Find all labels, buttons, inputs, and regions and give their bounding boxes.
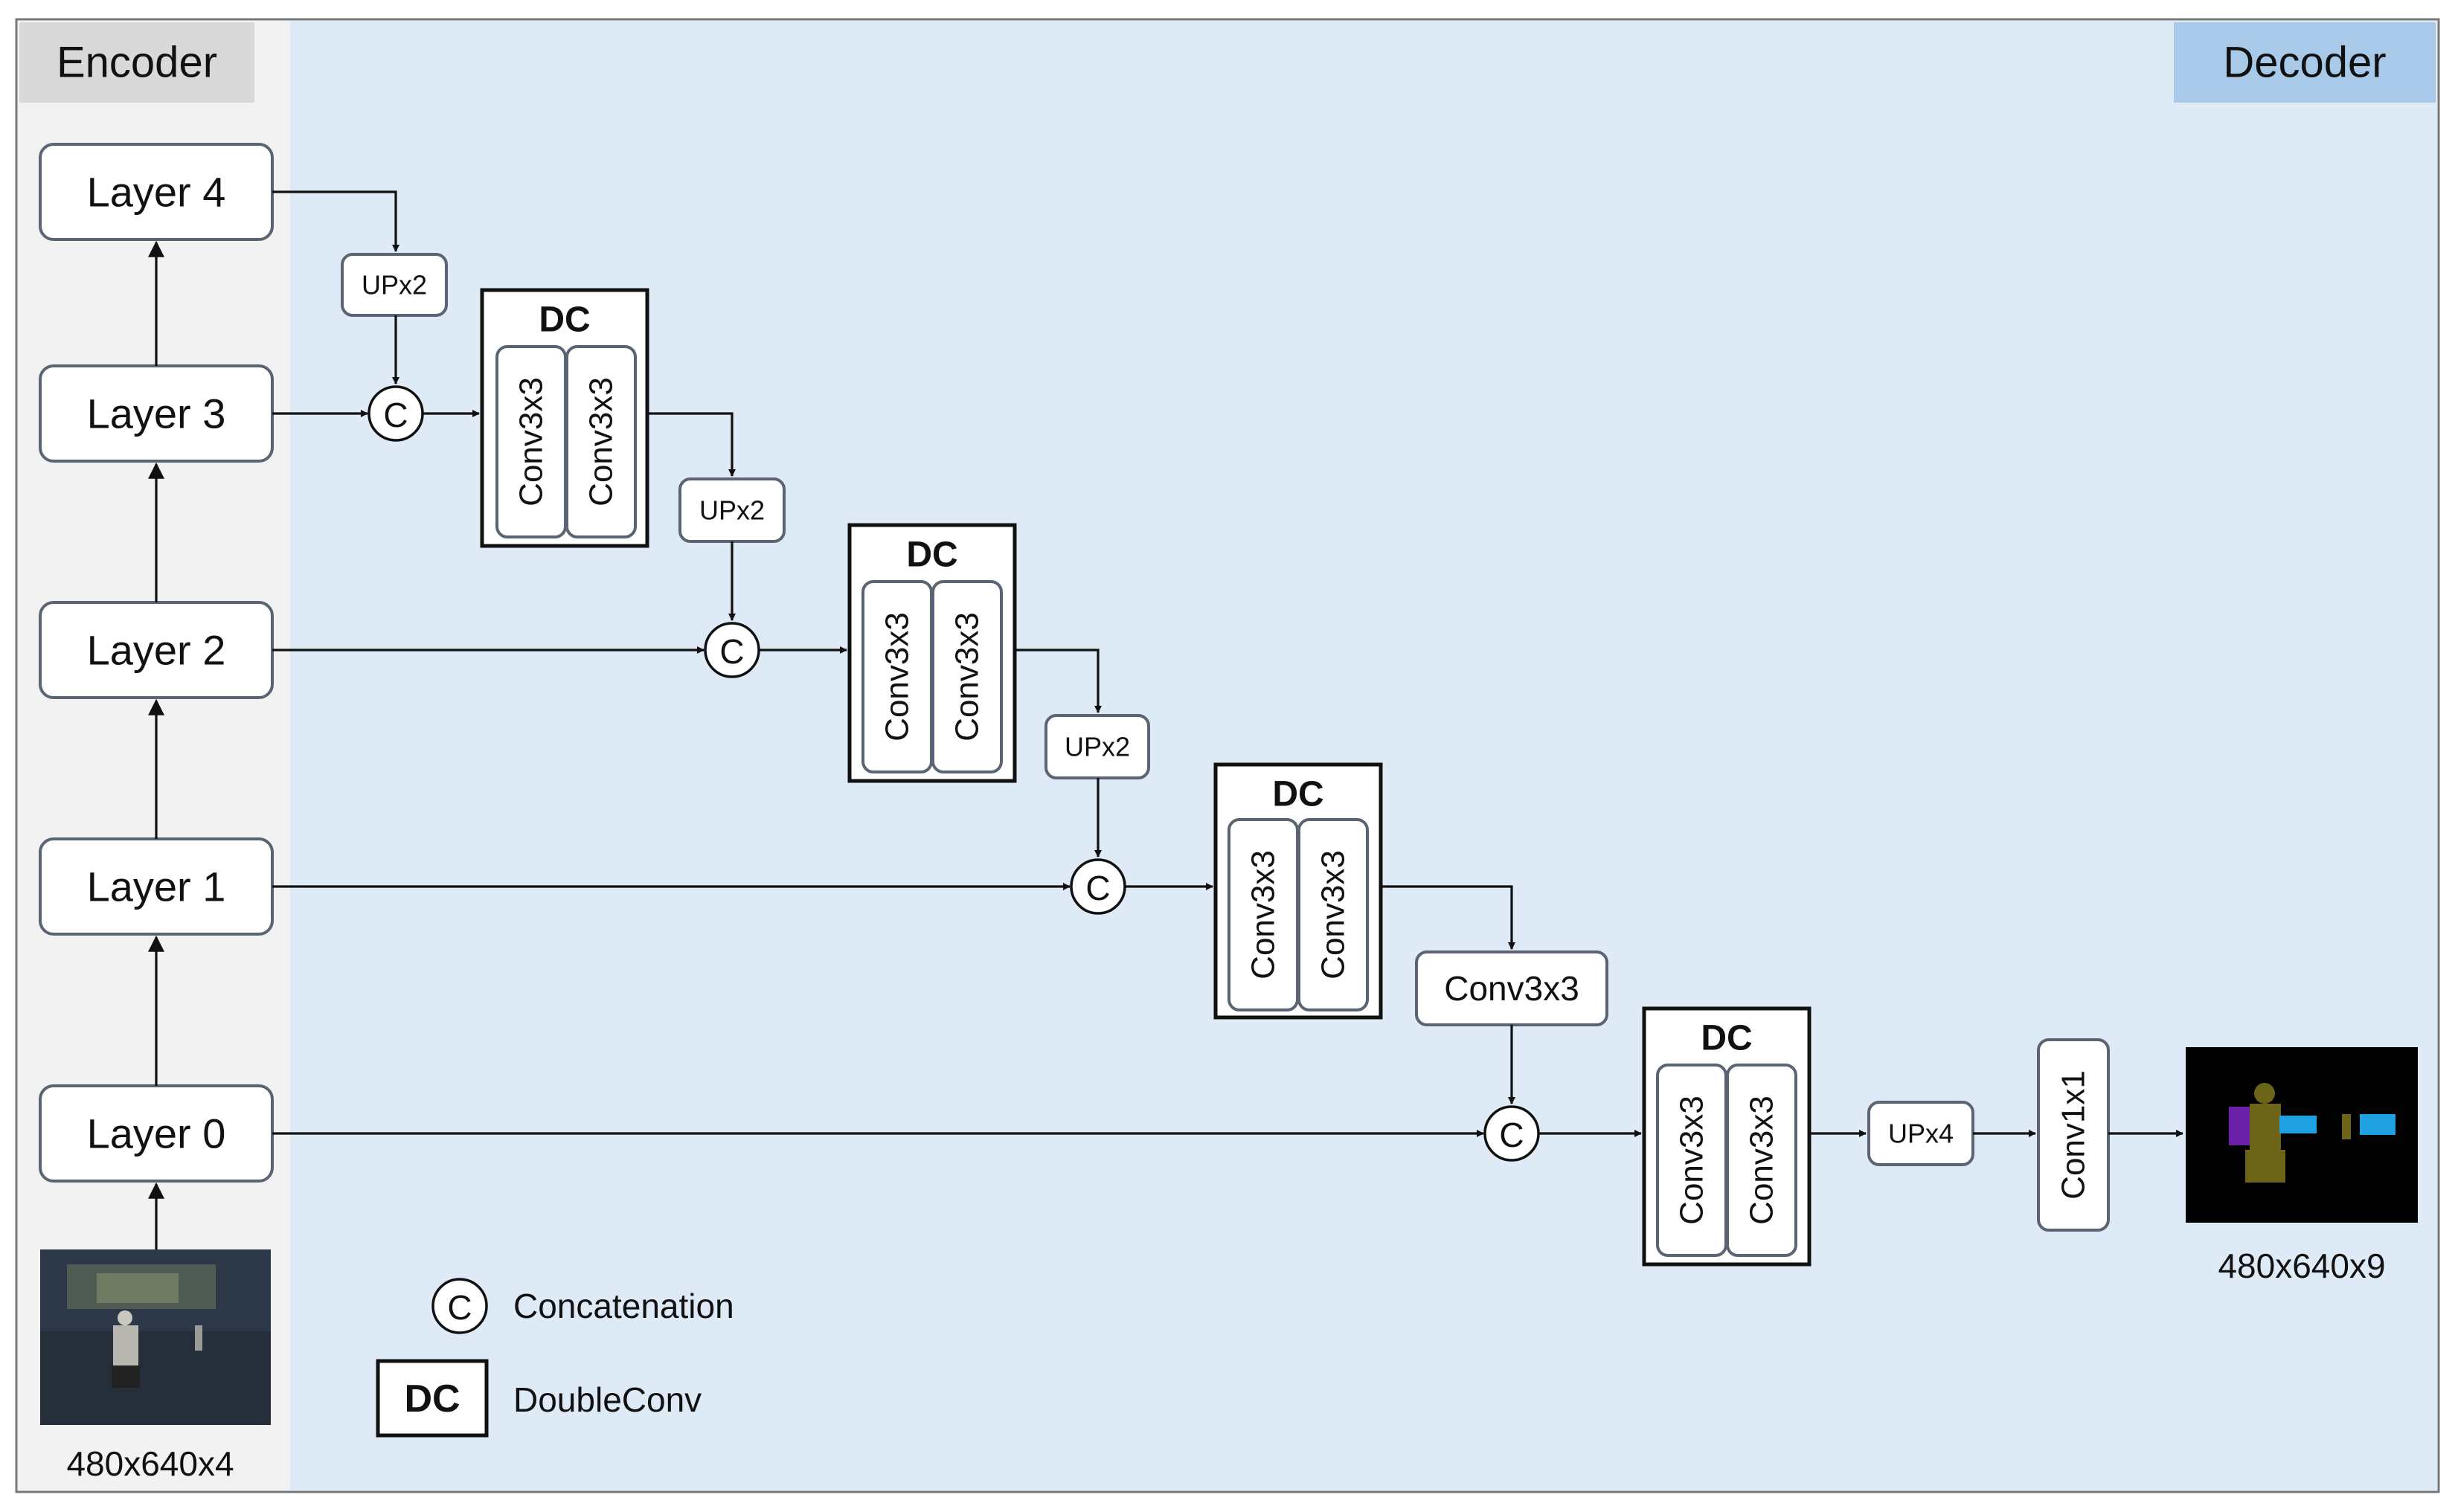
dc-2-conv-a: Conv3x3 xyxy=(879,612,916,741)
legend: C Concatenation DC DoubleConv xyxy=(376,1278,734,1438)
layer-2-label: Layer 2 xyxy=(87,627,226,674)
input-image xyxy=(40,1249,271,1425)
concat-4-symbol: C xyxy=(1499,1116,1524,1154)
concat-2-symbol: C xyxy=(719,632,744,671)
decoder-region xyxy=(290,21,2437,1490)
dc-1-conv-b: Conv3x3 xyxy=(583,377,620,506)
encoder-layer-3: Layer 3 xyxy=(39,364,274,463)
encoder-tag xyxy=(19,22,254,103)
up4-label: UPx4 xyxy=(1888,1119,1954,1149)
encoder-label: Encoder xyxy=(57,39,217,87)
dc-2-conv-b: Conv3x3 xyxy=(949,612,986,741)
concat-node-2: C xyxy=(704,622,760,678)
concat-3-symbol: C xyxy=(1085,869,1110,907)
layer-3-label: Layer 3 xyxy=(87,390,226,437)
concat-1-symbol: C xyxy=(383,396,408,434)
output-size-label: 480x640x9 xyxy=(2218,1246,2385,1285)
dc-1-title: DC xyxy=(539,300,590,340)
conv3x3-box: Conv3x3 xyxy=(1415,950,1608,1026)
decoder-tag xyxy=(2174,22,2436,103)
dc-3-conv-a: Conv3x3 xyxy=(1245,850,1282,979)
legend-dc-box xyxy=(376,1359,489,1438)
dc-block-1: DC Conv3x3 Conv3x3 xyxy=(480,288,649,548)
dc-block-2: DC Conv3x3 Conv3x3 xyxy=(847,523,1017,783)
decoder-label: Decoder xyxy=(2223,39,2386,87)
input-size-label: 480x640x4 xyxy=(66,1444,234,1483)
edge-dc3-to-conv3x3 xyxy=(1381,885,1515,950)
legend-concat-symbol xyxy=(431,1278,488,1334)
edge-dc2-to-up3 xyxy=(1015,649,1102,713)
up1-label: UPx2 xyxy=(362,270,427,300)
dc-block-3: DC Conv3x3 Conv3x3 xyxy=(1213,762,1383,1020)
encoder-layer-1: Layer 1 xyxy=(39,837,274,936)
layer-4-label: Layer 4 xyxy=(87,169,226,216)
upsample-box-4: UPx4 xyxy=(1867,1101,1974,1166)
upsample-box-2: UPx2 xyxy=(678,477,786,543)
dc-2-title: DC xyxy=(906,535,957,575)
dc-3-title: DC xyxy=(1272,775,1323,814)
encoder-layer-4: Layer 4 xyxy=(39,143,274,241)
concat-node-4: C xyxy=(1483,1105,1540,1162)
output-segmentation-image xyxy=(2186,1047,2418,1223)
edge-layer4-to-up1 xyxy=(272,190,399,252)
layer-1-label: Layer 1 xyxy=(87,863,226,910)
dc-4-title: DC xyxy=(1701,1019,1752,1058)
conv1x1-box: Conv1x1 xyxy=(2037,1038,2110,1232)
encoder-layer-2: Layer 2 xyxy=(39,601,274,699)
dc-4-conv-b: Conv3x3 xyxy=(1744,1096,1780,1225)
encoder-region xyxy=(18,21,290,1490)
dc-block-4: DC Conv3x3 Conv3x3 xyxy=(1642,1006,1811,1267)
conv3x3-label: Conv3x3 xyxy=(1444,969,1579,1008)
dc-4-conv-a: Conv3x3 xyxy=(1674,1096,1710,1225)
legend-concat-label: Concatenation xyxy=(513,1287,734,1325)
conv1x1-label: Conv1x1 xyxy=(2056,1070,2092,1200)
layer-0-label: Layer 0 xyxy=(87,1110,226,1157)
legend-dc-label: DoubleConv xyxy=(513,1380,702,1419)
legend-dc-symbol: DC xyxy=(404,1377,460,1421)
encoder-layer-0: Layer 0 xyxy=(39,1084,274,1183)
upsample-box-1: UPx2 xyxy=(341,253,448,317)
dc-3-conv-b: Conv3x3 xyxy=(1315,850,1352,979)
edge-dc1-to-up2 xyxy=(647,412,736,477)
upsample-box-3: UPx2 xyxy=(1044,714,1150,779)
up3-label: UPx2 xyxy=(1065,732,1130,762)
dc-1-conv-a: Conv3x3 xyxy=(513,377,550,506)
up2-label: UPx2 xyxy=(699,495,765,526)
concat-node-3: C xyxy=(1070,858,1126,915)
legend-concat-symbol-text: C xyxy=(447,1288,472,1327)
concat-node-1: C xyxy=(368,385,424,442)
